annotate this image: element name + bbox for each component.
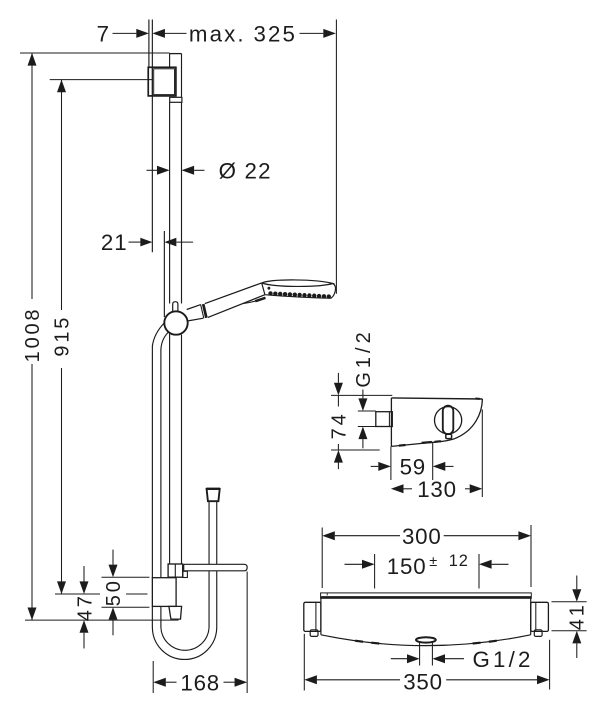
svg-text:168: 168 [180,670,220,695]
svg-text:7: 7 [97,22,110,47]
svg-text:130: 130 [417,477,457,502]
svg-text:150: 150 [387,554,427,579]
svg-text:G1/2: G1/2 [353,328,375,387]
svg-text:59: 59 [400,455,426,480]
svg-text:325: 325 [254,22,298,47]
svg-text:21: 21 [101,230,128,255]
svg-text:915: 915 [51,315,73,357]
svg-text:47: 47 [74,593,96,621]
svg-text:G1/2: G1/2 [473,647,534,672]
svg-text:max.: max. [189,22,246,47]
svg-text:Ø 22: Ø 22 [219,158,272,183]
svg-text:41: 41 [567,602,589,630]
svg-text:50: 50 [103,578,125,606]
svg-text:300: 300 [402,524,442,549]
svg-text:12: 12 [449,552,469,570]
svg-text:1008: 1008 [22,307,44,363]
svg-text:350: 350 [403,670,443,695]
svg-text:±: ± [429,554,437,570]
svg-text:74: 74 [328,411,350,439]
